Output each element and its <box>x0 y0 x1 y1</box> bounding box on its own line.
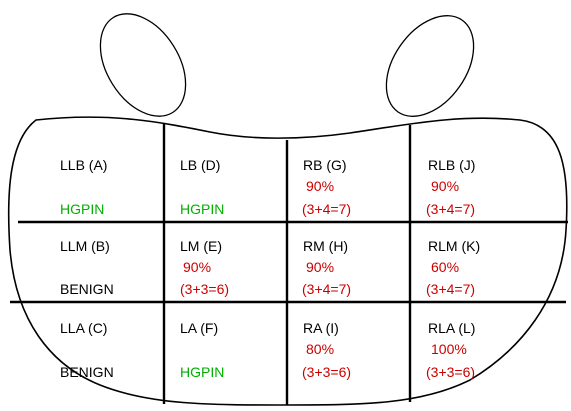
cell-finding-B: BENIGN <box>60 281 114 297</box>
cell-percent-E: 90% <box>183 259 211 275</box>
cell-score-L: (3+3=6) <box>426 364 475 380</box>
cell-label-E: LM (E) <box>180 238 222 254</box>
cell-score-K: (3+4=7) <box>426 281 475 297</box>
cell-score-G: (3+4=7) <box>302 201 351 217</box>
cell-label-A: LLB (A) <box>60 157 107 173</box>
cell-label-B: LLM (B) <box>60 238 110 254</box>
cell-score-H: (3+4=7) <box>302 281 351 297</box>
cell-percent-G: 90% <box>306 178 334 194</box>
cell-score-J: (3+4=7) <box>426 201 475 217</box>
cell-percent-H: 90% <box>306 259 334 275</box>
right-seminal-vesicle-outline <box>385 15 475 117</box>
cell-percent-K: 60% <box>431 259 459 275</box>
cell-label-H: RM (H) <box>303 238 348 254</box>
cell-label-G: RB (G) <box>303 157 347 173</box>
cell-label-J: RLB (J) <box>428 157 475 173</box>
cell-label-F: LA (F) <box>180 320 218 336</box>
cell-percent-L: 100% <box>431 341 467 357</box>
cell-label-I: RA (I) <box>303 320 339 336</box>
cell-label-D: LB (D) <box>180 157 220 173</box>
cell-finding-F: HGPIN <box>180 364 224 380</box>
cell-finding-D: HGPIN <box>180 201 224 217</box>
cell-label-K: RLM (K) <box>428 238 480 254</box>
cell-label-C: LLA (C) <box>60 320 107 336</box>
cell-finding-C: BENIGN <box>60 364 114 380</box>
cell-finding-A: HGPIN <box>60 201 104 217</box>
cell-label-L: RLA (L) <box>428 320 475 336</box>
cell-percent-I: 80% <box>306 341 334 357</box>
cell-score-E: (3+3=6) <box>180 281 229 297</box>
cell-percent-J: 90% <box>431 178 459 194</box>
cell-score-I: (3+3=6) <box>302 364 351 380</box>
left-seminal-vesicle-outline <box>99 13 187 117</box>
prostate-outline <box>7 116 568 406</box>
